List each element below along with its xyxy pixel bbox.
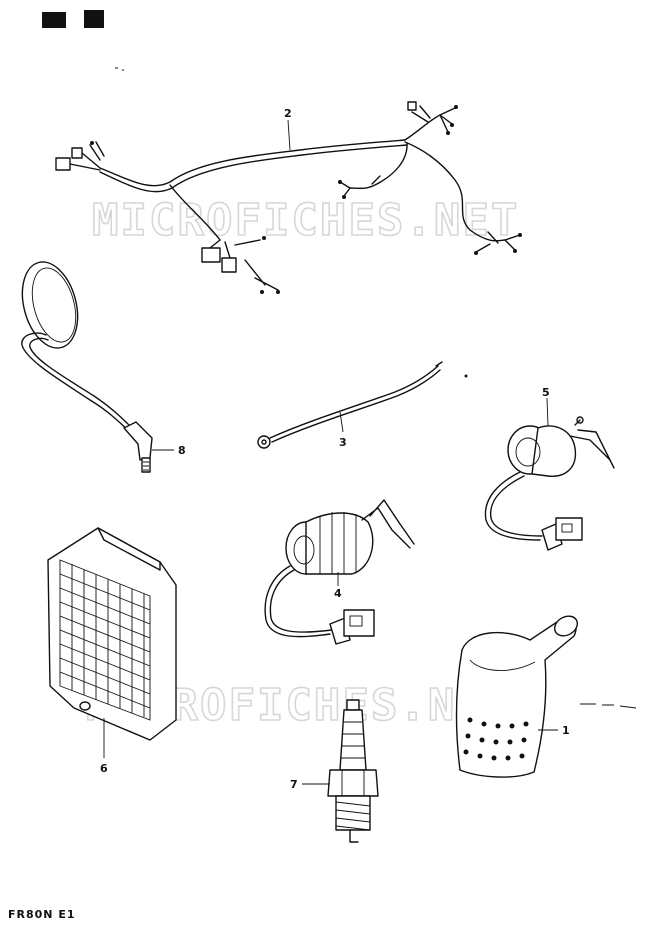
callout-6: 6 — [100, 762, 108, 775]
speck — [464, 374, 468, 378]
callout-7: 7 — [290, 778, 298, 791]
spark-plug-cap — [455, 615, 637, 778]
watermark-top: MICROFICHES.NET — [92, 195, 519, 246]
ignition-coil — [264, 499, 415, 645]
specks — [115, 67, 124, 71]
ignition-coil-small — [484, 397, 615, 551]
callout-8: 8 — [178, 444, 186, 457]
ground-wire — [257, 361, 443, 449]
reflex-reflector — [47, 527, 177, 758]
rear-view-mirror — [21, 261, 174, 473]
wiring-harness — [55, 101, 522, 294]
callout-1: 1 — [562, 724, 570, 737]
callout-5: 5 — [542, 386, 550, 399]
callout-4: 4 — [334, 587, 342, 600]
callout-2: 2 — [284, 107, 292, 120]
spark-plug — [302, 699, 379, 843]
header-mark-left — [42, 12, 66, 28]
model-code-label: FR80N E1 — [8, 908, 76, 921]
header-mark-right — [84, 10, 104, 28]
callout-3: 3 — [339, 436, 347, 449]
